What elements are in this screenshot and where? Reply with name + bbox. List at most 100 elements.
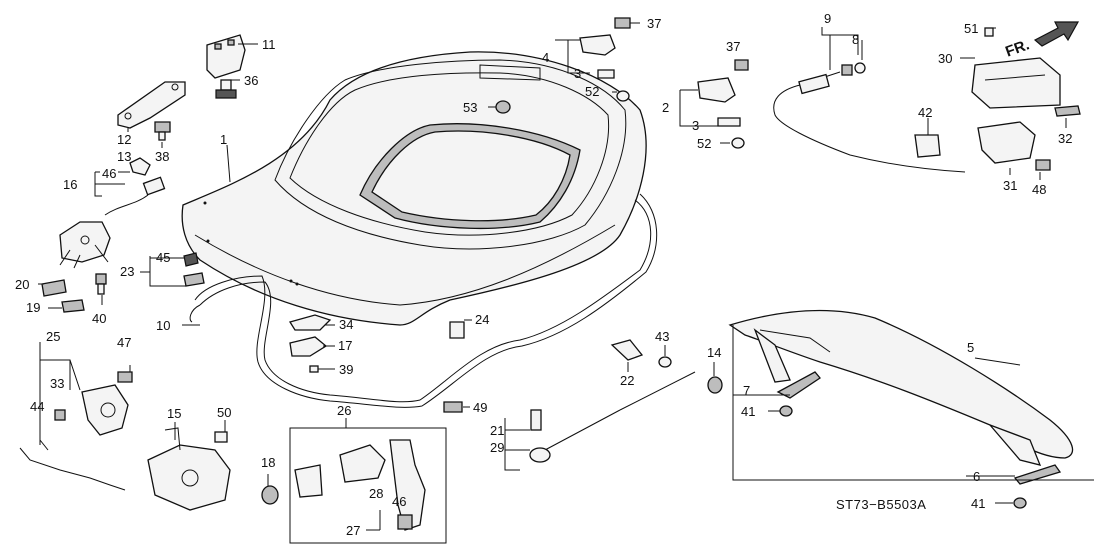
stopper-24 — [449, 321, 465, 339]
callout-37-mid: 37 — [726, 39, 740, 54]
clip-41-lower — [1013, 497, 1027, 509]
callout-23: 23 — [120, 264, 134, 279]
screw-51 — [984, 27, 994, 37]
bracket-22 — [610, 339, 644, 361]
callout-11: 11 — [262, 37, 276, 52]
callout-16: 16 — [63, 177, 77, 192]
bolt-50 — [214, 431, 228, 443]
drawing-code: ST73−B5503A — [836, 497, 926, 512]
callout-37-top: 37 — [647, 16, 661, 31]
callout-39: 39 — [339, 362, 353, 377]
rod-44 — [19, 439, 126, 491]
cushion-20 — [41, 279, 67, 297]
callout-22: 22 — [620, 373, 634, 388]
callout-46-bottom: 46 — [392, 494, 406, 509]
bracket-6 — [1013, 464, 1062, 485]
callout-26: 26 — [337, 403, 351, 418]
callout-52-mid: 52 — [697, 136, 711, 151]
bolt-40 — [95, 273, 107, 295]
spoiler-5 — [728, 309, 1074, 466]
bracket-7 — [776, 371, 821, 399]
lock-actuator-16 — [59, 221, 111, 269]
nut-8 — [854, 62, 866, 74]
callout-40: 40 — [92, 311, 106, 326]
callout-28: 28 — [369, 486, 383, 501]
front-direction-arrow — [1033, 21, 1080, 47]
callout-2: 2 — [662, 100, 669, 115]
callout-44: 44 — [30, 399, 44, 414]
plate-3-top — [597, 69, 615, 79]
cable-9 — [773, 64, 966, 173]
hinge-12 — [117, 81, 186, 129]
callout-50: 50 — [217, 405, 231, 420]
connector-16 — [104, 176, 166, 216]
bolt-36 — [215, 79, 237, 99]
callout-20: 20 — [15, 277, 29, 292]
callout-labels: 1 2 3 3 4 5 6 7 8 9 10 11 12 13 14 15 16… — [15, 11, 1072, 538]
callout-31: 31 — [1003, 178, 1017, 193]
front-direction-label: FR. — [1003, 36, 1032, 60]
callout-14: 14 — [707, 345, 721, 360]
callout-1: 1 — [220, 132, 227, 147]
callout-42: 42 — [918, 105, 932, 120]
clip-33 — [54, 409, 66, 421]
callout-3-top: 3 — [574, 66, 581, 81]
callout-45: 45 — [156, 250, 170, 265]
bolt-37-top — [614, 17, 631, 29]
callout-53: 53 — [463, 100, 477, 115]
callout-12: 12 — [117, 132, 131, 147]
bumper-14 — [707, 376, 723, 394]
callout-51: 51 — [964, 21, 978, 36]
callout-30: 30 — [938, 51, 952, 66]
callout-5: 5 — [967, 340, 974, 355]
callout-41-upper: 41 — [741, 404, 755, 419]
striker-34 — [288, 314, 332, 331]
group-box-26 — [289, 427, 447, 544]
callout-49: 49 — [473, 400, 487, 415]
nut-52-mid — [731, 137, 745, 149]
callout-29: 29 — [490, 440, 504, 455]
gas-strut-21 — [529, 371, 696, 463]
tailgate-assembly — [181, 51, 647, 326]
plate-3-mid — [717, 117, 741, 127]
bracket-17 — [289, 336, 328, 357]
callout-10: 10 — [156, 318, 170, 333]
leader-lines — [38, 22, 1094, 531]
callout-13: 13 — [117, 149, 131, 164]
callout-52-top: 52 — [585, 84, 599, 99]
nut-52-top — [616, 90, 630, 102]
callout-32: 32 — [1058, 131, 1072, 146]
callout-24: 24 — [475, 312, 489, 327]
bolt-49 — [443, 401, 463, 413]
callout-38: 38 — [155, 149, 169, 164]
bolt-38 — [154, 121, 171, 141]
callout-27: 27 — [346, 523, 360, 538]
callout-9: 9 — [824, 11, 831, 26]
nut-43 — [658, 356, 672, 368]
hinge-cover-11 — [206, 34, 246, 79]
callout-7: 7 — [743, 383, 750, 398]
bumper-45 — [183, 252, 199, 267]
grommet-53 — [495, 100, 511, 114]
callout-48: 48 — [1032, 182, 1046, 197]
screw-39 — [309, 365, 319, 373]
bumper-23 — [183, 272, 205, 287]
cover-30 — [971, 57, 1061, 109]
callout-36: 36 — [244, 73, 258, 88]
callout-3-mid: 3 — [692, 118, 699, 133]
pad-32 — [1054, 105, 1081, 117]
weatherstrip — [189, 193, 658, 408]
callout-34: 34 — [339, 317, 353, 332]
clip-46-left — [129, 157, 151, 176]
actuator-26 — [294, 439, 426, 531]
callout-33: 33 — [50, 376, 64, 391]
clip-41-upper — [779, 405, 793, 417]
callout-19: 19 — [26, 300, 40, 315]
callout-25: 25 — [46, 329, 60, 344]
callout-21: 21 — [490, 423, 504, 438]
callout-46-left: 46 — [102, 166, 116, 181]
bolt-47 — [117, 371, 133, 383]
cushion-19 — [61, 299, 85, 313]
hinge-2 — [697, 77, 736, 103]
